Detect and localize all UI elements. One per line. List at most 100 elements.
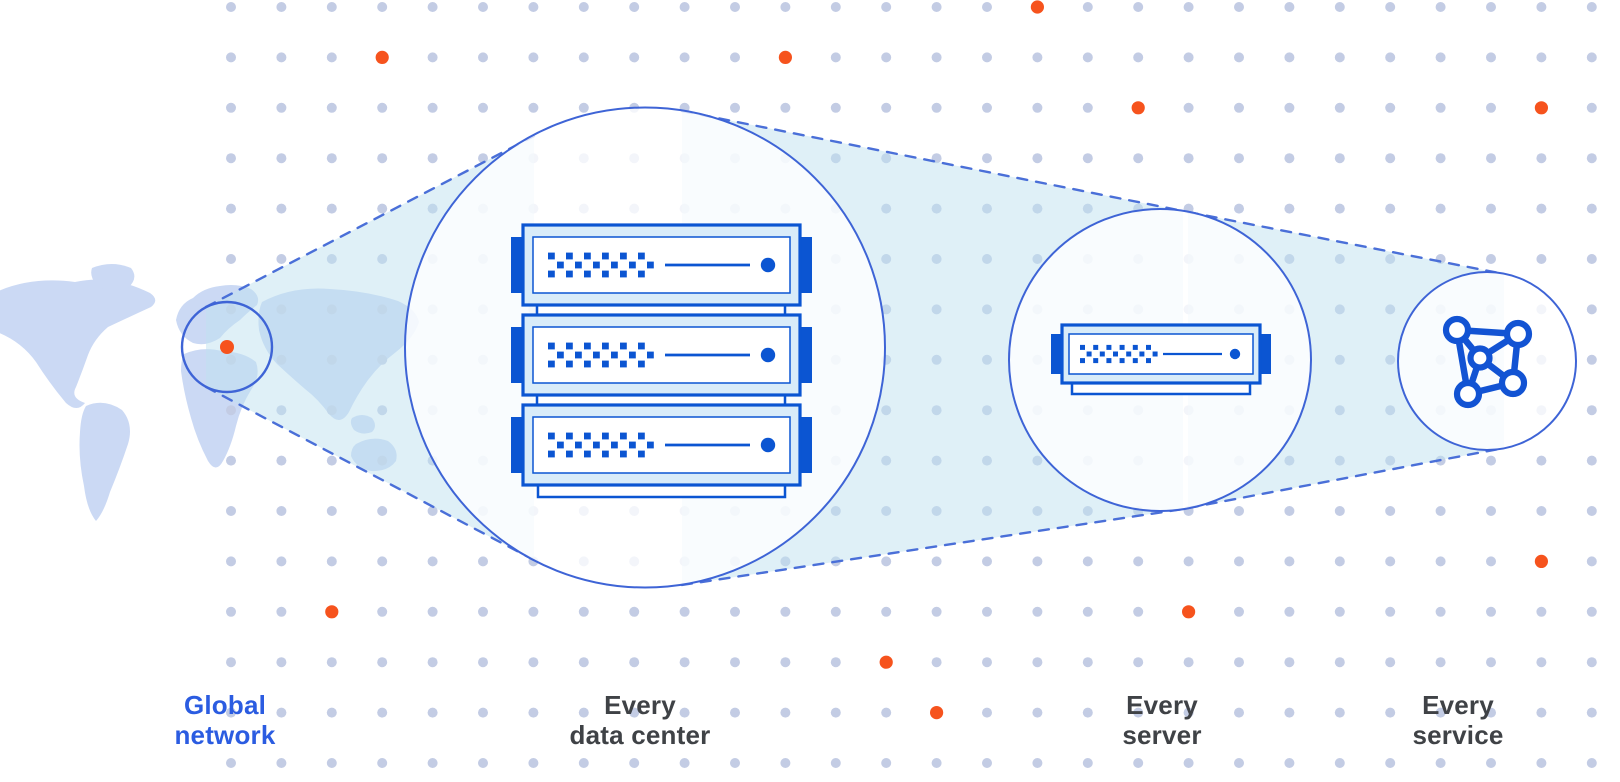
grid-dot — [730, 707, 740, 718]
grid-dot — [1234, 556, 1244, 567]
grid-dot — [1586, 2, 1597, 12]
grid-dot — [1334, 203, 1345, 214]
grid-dot — [931, 52, 942, 63]
grid-dot — [1435, 606, 1446, 617]
grid-dot — [578, 758, 589, 768]
grid-dot — [1385, 52, 1396, 63]
grid-dot — [1284, 153, 1295, 164]
grid-dot — [226, 657, 236, 668]
grid-dot — [1082, 657, 1093, 668]
grid-dot — [1536, 254, 1547, 264]
grid-dot — [478, 556, 488, 567]
grid-dot — [730, 102, 740, 113]
grid-dot — [1082, 606, 1093, 617]
accent-dot — [879, 655, 893, 669]
grid-dot — [478, 153, 488, 164]
grid-dot — [1032, 758, 1043, 768]
grid-dot — [830, 102, 841, 113]
grid-dot — [730, 52, 740, 63]
grid-dot — [1586, 606, 1597, 617]
grid-dot — [1133, 758, 1144, 768]
grid-dot — [427, 657, 438, 668]
grid-dot — [1234, 657, 1244, 668]
grid-dot — [276, 455, 287, 466]
label-every-server: Every server — [1122, 690, 1201, 750]
grid-dot — [1334, 52, 1345, 63]
grid-dot — [226, 506, 236, 516]
grid-dot — [1183, 2, 1194, 12]
grid-dot — [226, 405, 236, 416]
grid-dot — [578, 52, 589, 63]
grid-dot — [1536, 707, 1547, 718]
grid-dot — [226, 455, 236, 466]
grid-dot — [881, 758, 892, 768]
grid-dot — [1536, 203, 1547, 214]
grid-dot — [1586, 657, 1597, 668]
grid-dot — [1133, 2, 1144, 12]
grid-dot — [1082, 102, 1093, 113]
grid-dot — [478, 102, 488, 113]
grid-dot — [881, 707, 892, 718]
grid-dot — [226, 254, 236, 264]
grid-dot — [226, 556, 236, 567]
grid-dot — [1334, 657, 1345, 668]
label-line: Global — [183, 690, 267, 720]
grid-dot — [326, 556, 337, 567]
grid-dot — [427, 52, 438, 63]
grid-dot — [377, 2, 388, 12]
grid-dot — [326, 506, 337, 516]
grid-dot — [1536, 758, 1547, 768]
grid-dot — [276, 707, 287, 718]
grid-dot — [1586, 304, 1597, 315]
grid-dot — [629, 2, 640, 12]
grid-dot — [1284, 657, 1295, 668]
zoom-dashed-line — [204, 385, 536, 562]
grid-dot — [1586, 455, 1597, 466]
grid-dot — [1435, 707, 1446, 718]
grid-dot — [377, 506, 388, 516]
label-line: server — [1122, 720, 1202, 750]
grid-dot — [830, 2, 841, 12]
grid-dot — [1586, 758, 1597, 768]
grid-dot — [1334, 506, 1345, 516]
grid-dot — [881, 606, 892, 617]
grid-dot — [478, 707, 488, 718]
grid-dot — [1586, 102, 1597, 113]
grid-dot — [377, 657, 388, 668]
grid-dot — [830, 606, 841, 617]
grid-dot — [1082, 707, 1093, 718]
grid-dot — [1586, 556, 1597, 567]
label-every-service: Every service — [1412, 690, 1503, 750]
grid-dot — [1284, 102, 1295, 113]
grid-dot — [1133, 153, 1144, 164]
zoom-dashed-line — [1186, 446, 1506, 510]
grid-dot — [881, 102, 892, 113]
grid-dot — [881, 2, 892, 12]
accent-dot — [1030, 0, 1044, 14]
grid-dot — [528, 52, 539, 63]
grid-dot — [427, 153, 438, 164]
server-unit — [511, 313, 812, 407]
grid-dot — [1385, 102, 1396, 113]
grid-dot — [1435, 52, 1446, 63]
grid-dot — [730, 657, 740, 668]
grid-dot — [982, 102, 992, 113]
grid-dot — [830, 657, 841, 668]
accent-dot — [1534, 554, 1548, 569]
grid-dot — [1234, 52, 1244, 63]
server-unit — [511, 403, 812, 499]
grid-dot — [830, 52, 841, 63]
grid-dot — [1486, 657, 1496, 668]
accent-dot — [325, 605, 339, 619]
network-graph-icon — [1442, 315, 1533, 409]
grid-dot — [1133, 606, 1144, 617]
grid-dot — [1234, 153, 1244, 164]
grid-dot — [1486, 153, 1496, 164]
grid-dot — [1435, 556, 1446, 567]
grid-dot — [1486, 203, 1496, 214]
grid-dot — [1536, 657, 1547, 668]
grid-dot — [326, 657, 337, 668]
grid-dot — [1284, 606, 1295, 617]
grid-dot — [679, 657, 690, 668]
